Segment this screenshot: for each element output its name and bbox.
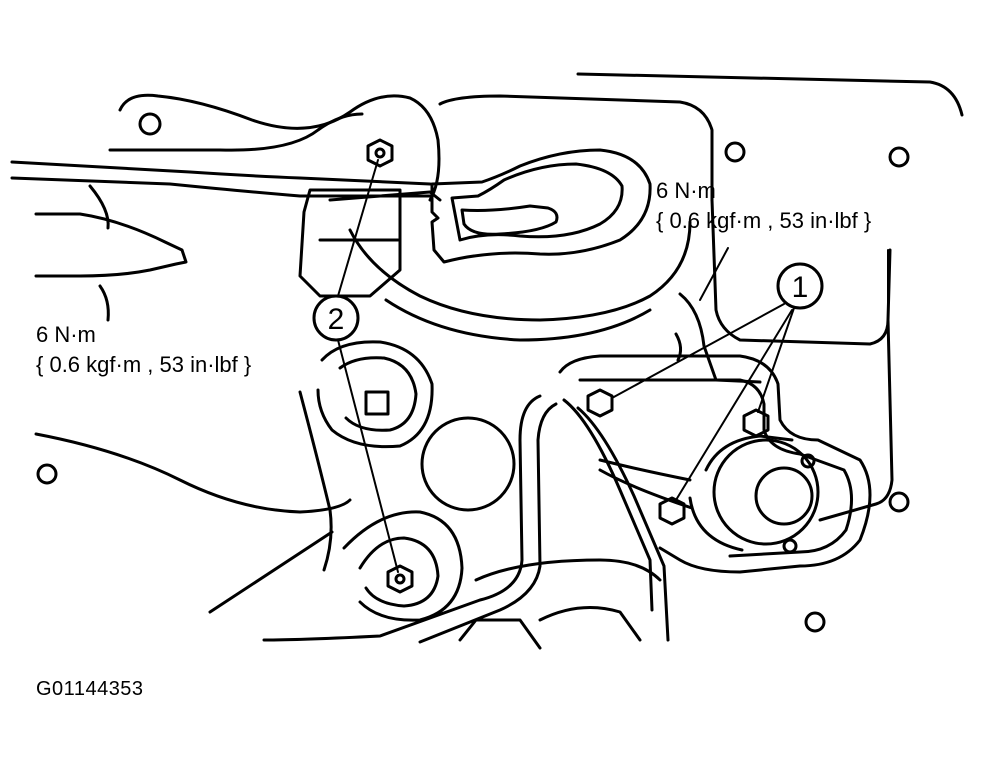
screw-hole: [724, 141, 746, 163]
lower-left-trim-2: [298, 390, 333, 572]
callout-label-2: 2: [328, 303, 345, 336]
bottom-panel-edge-2: [538, 606, 642, 642]
callout-circle-1: [776, 262, 824, 310]
screw-hole: [888, 491, 910, 513]
square-boss-inner: [338, 356, 418, 432]
right-door-edge-lower: [818, 318, 894, 522]
torque-spec-left-nm: 6 N·m: [36, 322, 96, 347]
screw-hole: [804, 611, 826, 633]
screw-hole: [782, 538, 798, 554]
rod-cable-1: [262, 394, 542, 642]
bottom-long-curve: [474, 558, 662, 582]
screw-hole: [800, 453, 816, 469]
left-bracket-curve: [88, 184, 110, 230]
left-diag-line: [208, 530, 334, 614]
square-boss-outer: [316, 340, 434, 449]
left-bracket: [34, 212, 188, 278]
rod-cable-6: [598, 468, 694, 510]
door-trim-line-upper: [10, 160, 432, 186]
leader-lines: [337, 159, 889, 573]
center-strap-rod: [328, 190, 442, 202]
handle-outer-swoop-2: [384, 298, 652, 342]
handle-lever: [460, 204, 559, 236]
callout-label-1: 1: [792, 271, 809, 304]
left-bracket-lower-curve: [98, 284, 110, 322]
lock-bracket-notch: [674, 332, 683, 362]
lower-left-trim: [34, 432, 352, 514]
upper-left-boss-inner: [108, 112, 364, 152]
hex-nut-lock-3: [658, 496, 686, 526]
lock-bracket-upper: [678, 292, 762, 384]
rod-cable-5: [598, 458, 692, 482]
screw-hole: [888, 146, 910, 168]
hex-nut-lower: [386, 564, 414, 594]
torque-spec-left-detail: { 0.6 kgf·m , 53 in·lbf }: [36, 352, 252, 377]
window-frame-line: [576, 72, 964, 117]
door-trim-line-lower: [10, 176, 432, 198]
handle-housing-outer: [430, 148, 652, 264]
rod-cable-4: [576, 406, 670, 642]
torque-spec-right-nm: 6 N·m: [656, 178, 716, 203]
screw-hole: [138, 112, 162, 136]
figure-id: G01144353: [36, 678, 144, 700]
latch-cylinder-inner: [754, 466, 814, 526]
lock-plate: [558, 354, 872, 574]
torque-spec-right: 6 N·m { 0.6 kgf·m , 53 in·lbf }: [656, 176, 871, 236]
handle-outer-swoop: [348, 220, 692, 322]
bottom-panel-edge: [458, 618, 542, 650]
torque-spec-right-detail: { 0.6 kgf·m , 53 in·lbf }: [656, 208, 872, 233]
rod-cable-3: [562, 398, 654, 612]
handle-housing-inner: [450, 162, 624, 242]
callout-circle-2: [312, 294, 360, 342]
window-frame-line-inner: [438, 94, 714, 202]
torque-spec-left: 6 N·m { 0.6 kgf·m , 53 in·lbf }: [36, 320, 251, 380]
center-access-hole: [420, 416, 516, 512]
speaker-boss-outer: [342, 510, 464, 622]
latch-plate-lower: [688, 496, 744, 552]
latch-plate: [704, 434, 794, 472]
latch-cylinder-outer: [712, 438, 820, 546]
hex-nut-lock-2: [742, 408, 770, 438]
hex-nut-upper: [366, 138, 394, 168]
square-hole: [364, 390, 390, 416]
hex-nut-lock-1: [586, 388, 614, 418]
rod-cable-2: [418, 402, 558, 644]
center-strap: [298, 188, 402, 298]
screw-hole: [36, 463, 58, 485]
